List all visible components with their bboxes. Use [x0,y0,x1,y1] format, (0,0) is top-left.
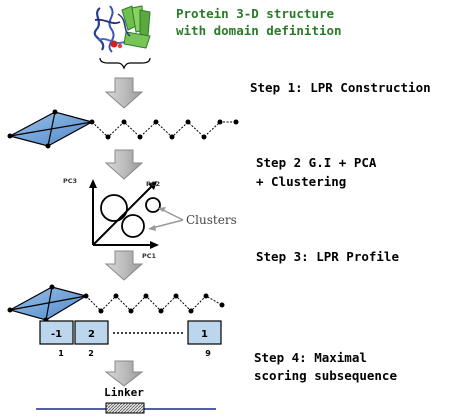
flow-arrow-3 [104,250,144,281]
step-4-label: Step 4: Maximal [254,350,367,365]
step-4-label-line2: scoring subsequence [254,368,397,383]
step-1-label: Step 1: LPR Construction [250,80,431,95]
cluster-circle-upper [145,197,161,213]
profile-index-2: 2 [88,349,94,358]
linker-label: Linker [104,386,144,399]
lpr-construction-graphic [7,109,239,149]
profile-box-9: 1 [187,320,222,345]
cluster-circle-lower [121,214,145,238]
profile-box-9-value: 1 [201,329,208,340]
pca-plot [89,179,184,249]
profile-index-9: 9 [205,349,211,358]
protein-structure-image [93,5,151,70]
pca-axis-x-label: PC1 [142,252,157,260]
protein-title-line2: with domain definition [176,23,342,38]
clusters-label: Clusters [186,213,237,227]
flow-arrow-1 [104,77,144,109]
flow-arrow-2 [104,149,144,180]
step-3-label: Step 3: LPR Profile [256,249,399,264]
profile-box-1-value: -1 [51,329,62,340]
profile-box-1: -1 [39,320,74,345]
step-2-label: Step 2 G.I + PCA [256,155,377,170]
cluster-circle-large [100,194,128,222]
flow-arrow-4 [104,360,144,387]
pca-axis-y-label: PC3 [63,177,77,185]
step-2-label-line2: + Clustering [256,174,346,189]
lpr-profile-graphic [7,284,225,323]
protein-title-line1: Protein 3-D structure [176,6,335,21]
pca-axis-diagonal-label: PC2 [146,180,160,188]
profile-index-1: 1 [58,349,64,358]
linker-segment [105,402,145,414]
profile-box-2: 2 [74,320,109,345]
profile-box-2-value: 2 [88,329,95,340]
